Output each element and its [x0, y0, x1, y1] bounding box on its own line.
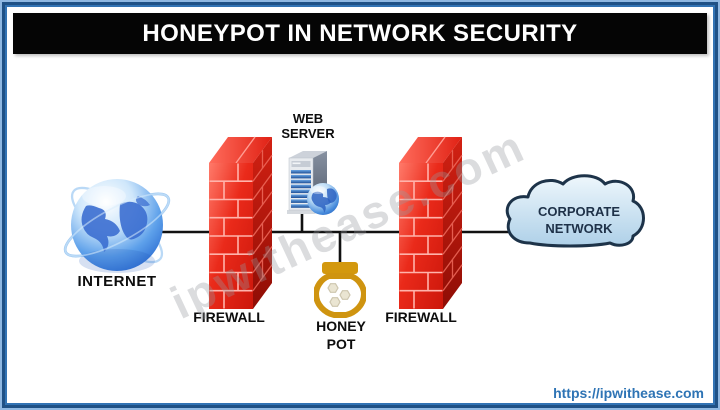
honeypot-label-line1: HONEY	[316, 318, 366, 334]
title-bar: HONEYPOT IN NETWORK SECURITY	[13, 13, 707, 54]
footer-url-link[interactable]: https://ipwithease.com	[553, 385, 704, 401]
page-title: HONEYPOT IN NETWORK SECURITY	[142, 19, 578, 47]
web-server-label: WEB SERVER	[281, 111, 334, 141]
server-globe	[307, 183, 339, 215]
honeypot-label-line2: POT	[326, 336, 356, 352]
internet-label: INTERNET	[77, 273, 157, 290]
honeypot-label: HONEY POT	[316, 317, 366, 353]
web-server-label-line2: SERVER	[281, 126, 335, 141]
web-server-label-line1: WEB	[292, 111, 324, 126]
firewall-left-icon	[209, 136, 273, 309]
corporate-network-label: CORPORATE NETWORK	[538, 203, 620, 237]
corporate-network-label-line1: CORPORATE	[537, 204, 621, 219]
web-server-icon	[287, 151, 339, 215]
corporate-network-cloud-icon	[505, 174, 645, 248]
internet-globe-icon	[63, 179, 171, 273]
firewall-right-icon	[399, 136, 463, 309]
honeypot-icon	[314, 262, 366, 318]
firewall-left-label: FIREWALL	[193, 309, 265, 325]
corporate-network-label-line2: NETWORK	[545, 221, 613, 236]
firewall-right-label: FIREWALL	[385, 309, 457, 325]
